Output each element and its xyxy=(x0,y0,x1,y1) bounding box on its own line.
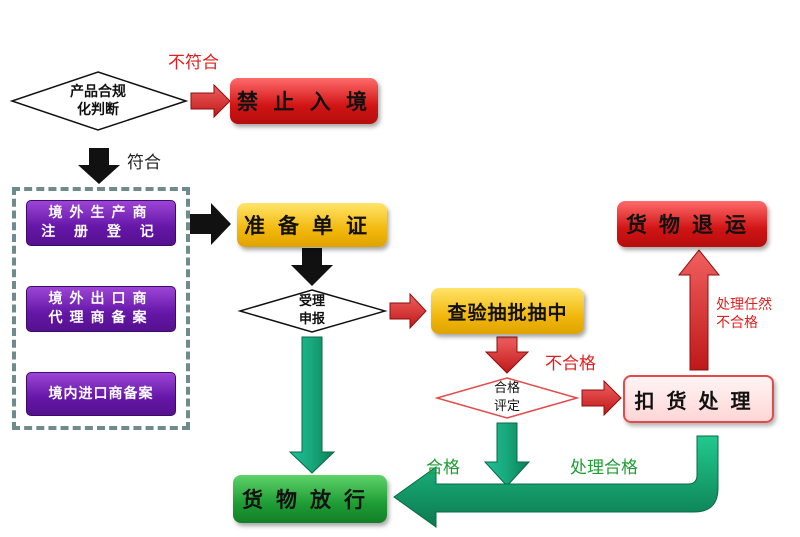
label-not-qualified: 不合格 xyxy=(545,354,596,374)
accept-declare-text: 受理 申报 xyxy=(298,294,325,327)
arrow-compliant-down xyxy=(78,148,120,184)
qualification-text: 合格 评定 xyxy=(493,381,520,414)
arrow-to-prohibited xyxy=(190,83,231,119)
arrow-handled-to-release xyxy=(393,435,719,528)
arrow-qualification-to-detain xyxy=(581,379,622,417)
label-compliant: 符合 xyxy=(127,153,161,173)
arrow-inspection-to-qualification xyxy=(484,336,530,374)
arrow-detain-to-return xyxy=(677,249,721,371)
label-handled-qualified: 处理合格 xyxy=(570,458,638,478)
arrow-accept-to-inspection xyxy=(389,292,427,330)
inspection-sampling-box: 查验抽批抽中 xyxy=(431,288,584,334)
compliance-check-text: 产品合规 化判断 xyxy=(70,84,126,118)
label-still-not-qualified: 处理任然 不合格 xyxy=(716,297,772,331)
prepare-documents-box: 准备单证 xyxy=(237,203,387,247)
overseas-producer-registration-box: 境外生产商 注 册 登 记 xyxy=(26,200,176,246)
overseas-exporter-filing-box: 境外出口商 代理商备案 xyxy=(26,286,176,332)
domestic-importer-filing-box: 境内进口商备案 xyxy=(26,372,176,416)
qualification-diamond xyxy=(434,377,580,419)
arrow-prepare-to-accept xyxy=(291,248,333,286)
arrow-to-prepare-docs xyxy=(190,203,231,245)
goods-return-box: 货物退运 xyxy=(617,201,767,247)
entry-prohibited-box: 禁 止 入 境 xyxy=(230,78,378,124)
detain-goods-box: 扣货处理 xyxy=(623,375,774,423)
accept-declare-diamond xyxy=(237,289,388,333)
registration-group-frame xyxy=(12,187,190,430)
arrow-qualified-down xyxy=(483,422,531,487)
compliance-diamond xyxy=(9,71,189,131)
label-not-compliant: 不符合 xyxy=(168,53,219,73)
label-qualified: 合格 xyxy=(426,458,460,478)
goods-release-box: 货物放行 xyxy=(233,475,387,523)
arrow-accept-to-release xyxy=(288,336,336,474)
